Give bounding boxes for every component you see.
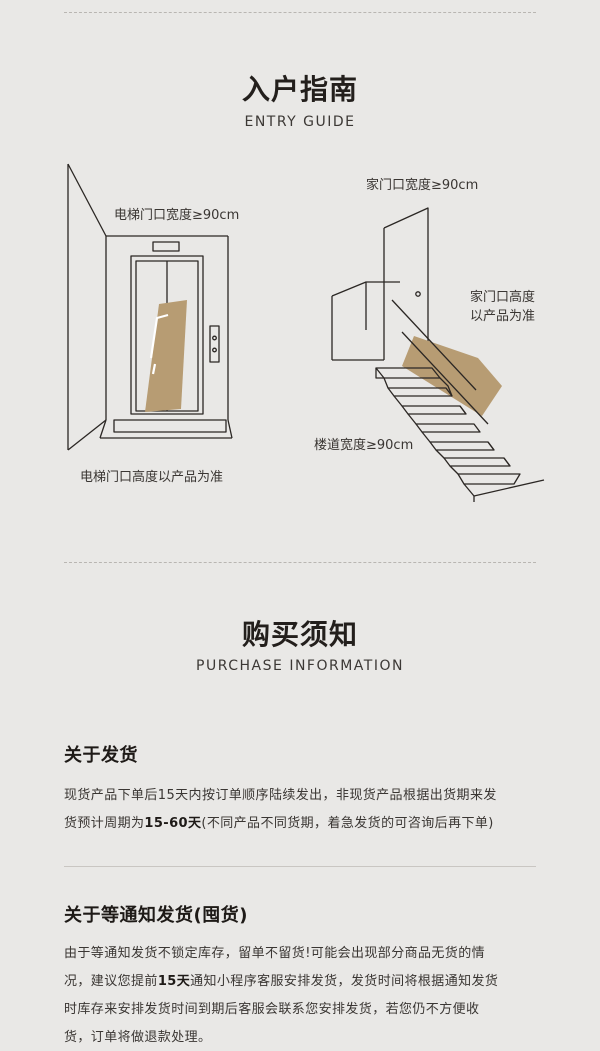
- elevator-width-label: 电梯门口宽度≥90cm: [114, 208, 240, 223]
- notify-line-3: 时库存来安排发货时间到期后客服会联系您安排发货，若您仍不方便收: [64, 1002, 480, 1017]
- elevator-illustration: [67, 163, 233, 451]
- shipping-heading: 关于发货: [64, 745, 138, 766]
- door-height-label-line1: 家门口高度: [470, 290, 536, 305]
- paragraph-divider: [64, 866, 536, 867]
- shipping-period-highlight: 15-60天: [144, 816, 202, 831]
- purchase-info-title: 购买须知: [241, 618, 358, 651]
- elevator-height-label: 电梯门口高度以产品为准: [80, 470, 224, 485]
- section-divider: [64, 562, 536, 563]
- notify-line-1: 由于等通知发货不锁定库存，留单不留货!可能会出现部分商品无货的情: [64, 946, 486, 961]
- top-divider: [64, 12, 536, 13]
- notify-shipping-paragraph: 由于等通知发货不锁定库存，留单不留货!可能会出现部分商品无货的情 况，建议您提前…: [64, 940, 542, 1051]
- shipping-line-2: 货预计周期为15-60天(不同产品不同货期，着急发货的可咨询后再下单): [64, 816, 494, 831]
- entry-guide-subtitle: ENTRY GUIDE: [244, 114, 356, 130]
- door-width-label: 家门口宽度≥90cm: [366, 178, 479, 193]
- purchase-info-subtitle: PURCHASE INFORMATION: [196, 658, 404, 674]
- stair-illustration: [331, 207, 545, 502]
- door-height-label-line2: 以产品为准: [470, 309, 536, 324]
- notify-line-2: 况，建议您提前15天通知小程序客服安排发货，发货时间将根据通知发货: [64, 974, 499, 989]
- notify-shipping-heading: 关于等通知发货(囤货): [64, 905, 248, 926]
- stair-width-label: 楼道宽度≥90cm: [314, 438, 414, 453]
- entry-diagram: 电梯门口宽度≥90cm 电梯门口高度以产品为准 家门口宽度≥90cm 家门口高度…: [0, 150, 600, 550]
- shipping-line-1: 现货产品下单后15天内按订单顺序陆续发出，非现货产品根据出货期来发: [64, 788, 497, 803]
- notify-line-4: 货，订单将做退款处理。: [64, 1030, 212, 1045]
- notify-days-highlight: 15天: [157, 974, 191, 989]
- entry-guide-title: 入户指南: [241, 73, 358, 106]
- entry-illustration: [67, 163, 545, 502]
- shipping-paragraph: 现货产品下单后15天内按订单顺序陆续发出，非现货产品根据出货期来发 货预计周期为…: [64, 782, 542, 838]
